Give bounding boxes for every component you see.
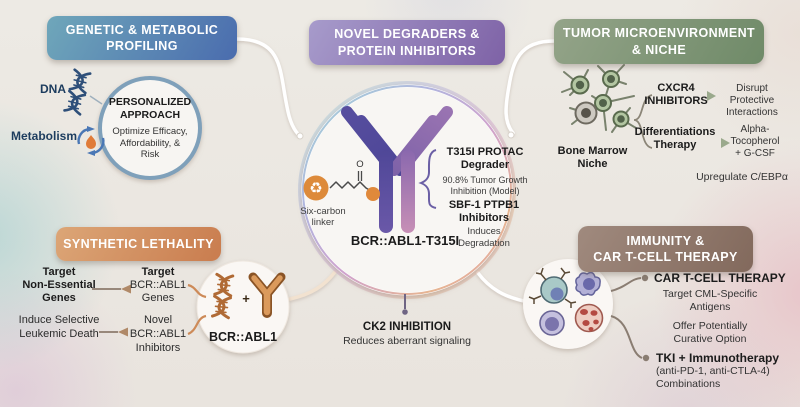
connector-tumor-to-center: [504, 39, 556, 135]
metabolism-label: Metabolism: [10, 129, 77, 143]
connector-center-to-immunity: [476, 271, 526, 303]
bcr-abl1-label: BCR::ABL1: [208, 330, 278, 344]
dna-connector: [89, 95, 103, 105]
arrow-head-1: [121, 284, 131, 294]
header-tumor-line2: & NICHE: [631, 42, 687, 57]
antibody-orange-icon: [248, 272, 286, 318]
arrow-head-2: [118, 327, 128, 337]
upregulate-text: Upregulate C/EBPα: [696, 171, 788, 183]
connector-lines: [235, 37, 556, 303]
header-immunity-line1: IMMUNITY &: [626, 233, 705, 248]
car-t-cell-therapy-title: CAR T-CELL THERAPY: [654, 271, 786, 285]
header-degraders-line2: PROTEIN INHIBITORS: [337, 43, 477, 58]
dna-icon: [63, 68, 92, 116]
connector-genetic-to-center: [235, 37, 300, 136]
cxcr4-arrow-icon: [707, 91, 716, 101]
header-tumor-line1: TUMOR MICROENVIRONMENT: [562, 26, 756, 40]
immunity-connectors: [610, 277, 643, 359]
connector-center-to-synthetic: [288, 270, 337, 301]
sbf-inhibitors-text: SBF-1 PTPB1 Inhibitors Induces Degradati…: [448, 199, 520, 249]
carbonyl-group: [357, 171, 363, 181]
metabolism-icon: [77, 126, 105, 156]
connector-node-left: [296, 132, 304, 140]
header-novel-degraders: NOVEL DEGRADERS & PROTEIN INHIBITORS: [309, 20, 505, 65]
tki-bullet: [642, 354, 650, 362]
car-receptors: [528, 267, 577, 308]
header-immunity: IMMUNITY & CAR T-CELL THERAPY: [578, 226, 753, 272]
header-synthetic-line1: SYNTHETIC LETHALITY: [63, 236, 214, 251]
cxcr4-inhibitors-text: CXCR4 INHIBITORS: [644, 82, 708, 108]
antibody-graphic: [341, 106, 453, 233]
personalized-approach-text: PERSONALIZED APPROACH Optimize Efficacy,…: [108, 96, 192, 160]
target-nonessential-text: Target Non-Essential Genes: [22, 266, 96, 304]
ck2-node: [402, 309, 408, 315]
recycle-icon: [303, 175, 329, 201]
recycle-glyph: ♻: [309, 180, 322, 197]
immune-cells-icon: [528, 267, 604, 336]
personalized-circle: [98, 76, 202, 180]
bcr-abl1-t315i-label: BCR::ABL1-T315I: [350, 233, 460, 248]
header-immunity-line2: CAR T-CELL THERAPY: [593, 250, 738, 264]
synthetic-connectors: [187, 283, 207, 336]
header-degraders-line1: NOVEL DEGRADERS &: [334, 27, 480, 41]
tki-immunotherapy-text: TKI + Immunotherapy (anti-PD-1, anti-CTL…: [656, 351, 780, 390]
warhead-dot: [366, 187, 380, 201]
niche-bracket: [633, 94, 653, 149]
header-genetic-line2: PROFILING: [106, 39, 178, 53]
dna-orange-icon: [210, 272, 235, 320]
header-genetic-metabolic: GENETIC & METABOLIC PROFILING: [47, 16, 237, 60]
differentiation-therapy-text: Differentiations Therapy: [634, 126, 716, 152]
diff-arrow-icon: [721, 138, 730, 148]
flame-icon: [86, 135, 96, 149]
protac-degrader-text: T315I PROTAC Degrader 90.8% Tumor Growth…: [442, 146, 528, 197]
ck2-inhibition-text: CK2 INHIBITION Reduces aberrant signalin…: [343, 321, 471, 347]
header-tumor-microenvironment: TUMOR MICROENVIRONMENT & NICHE: [554, 19, 764, 64]
synthetic-arrows: [92, 288, 121, 333]
bone-marrow-niche-label: Bone Marrow Niche: [557, 145, 628, 171]
header-genetic-line1: GENETIC & METABOLIC: [65, 22, 219, 37]
diff-result-text: Alpha-Tocopherol+ G-CSF: [730, 124, 780, 159]
leukemic-cell: [574, 303, 604, 333]
niche-cells-icon: [561, 64, 637, 133]
target-bcrabl1-genes-text: Target BCR::ABL1 Genes: [129, 266, 187, 304]
connector-node-right: [507, 131, 515, 139]
dna-label: DNA: [40, 82, 66, 96]
plus-sign: +: [242, 291, 250, 306]
header-synthetic-lethality: SYNTHETIC LETHALITY: [56, 227, 221, 261]
protac-brace: [418, 149, 437, 209]
car-bullet: [641, 274, 649, 282]
linker-chain: ♻ O: [303, 159, 380, 201]
carbonyl-oxygen-label: O: [356, 159, 363, 170]
